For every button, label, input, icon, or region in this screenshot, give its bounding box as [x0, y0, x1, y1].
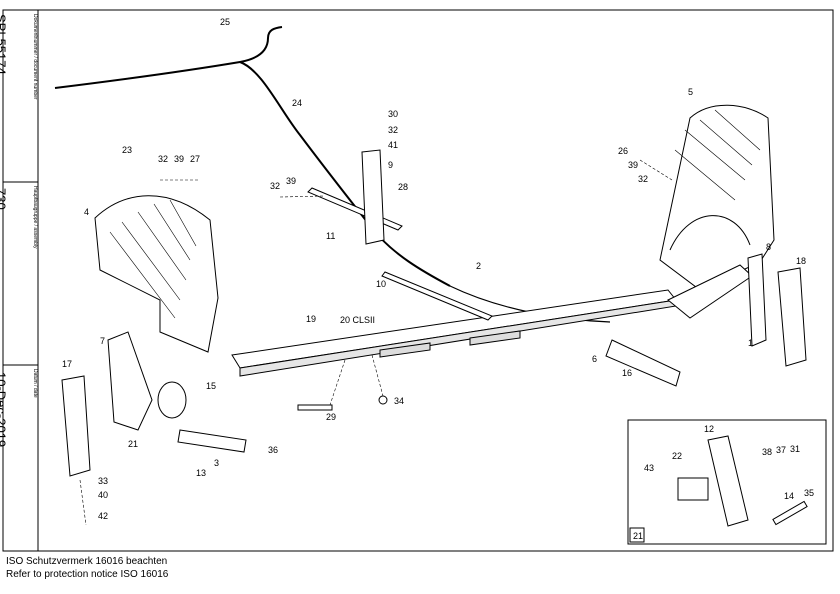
callout-7: 7: [100, 336, 105, 346]
date-label: Datum / date: [32, 369, 38, 398]
unit-15: [157, 381, 247, 453]
callout-21: 21: [128, 439, 138, 449]
callout-33: 33: [98, 476, 108, 486]
callout-8: 8: [766, 242, 771, 252]
assembly-label: Hauptbaugruppe / assembly: [32, 186, 38, 249]
callout-11: 11: [326, 231, 335, 241]
title-block: Dokumentnummer / document number SPL5517…: [0, 10, 39, 551]
shield-5: [659, 104, 775, 291]
callout-42: 42: [98, 511, 108, 521]
nut-34: [378, 395, 388, 405]
detail-inset-21: 21: [627, 419, 827, 545]
assembly-number: 730: [0, 188, 8, 210]
callout-41: 41: [388, 140, 398, 150]
callout-19: 19: [306, 314, 316, 324]
callout-34: 34: [394, 396, 404, 406]
inset-label: 21: [633, 531, 643, 541]
callout-16: 16: [622, 368, 632, 378]
callout-6: 6: [592, 354, 597, 364]
callout-32-top: 32: [388, 125, 398, 135]
callout-9: 9: [388, 160, 393, 170]
callout-39-mid: 39: [286, 176, 296, 186]
protection-notice-en: Refer to protection notice ISO 16016: [6, 569, 169, 580]
callout-31: 31: [790, 444, 800, 454]
callout-20: 20 CLSII: [340, 315, 375, 325]
drawing-border: [2, 9, 834, 552]
date-value: 10-Dec-2019: [0, 372, 8, 447]
callout-32-right: 32: [638, 174, 648, 184]
assembly-lines: [79, 159, 673, 526]
callout-10: 10: [376, 279, 386, 289]
callout-1: 1: [748, 338, 753, 348]
document-number-label: Dokumentnummer / document number: [32, 14, 38, 100]
arm-16: [605, 339, 681, 387]
callout-27: 27: [190, 154, 200, 164]
callout-32-mid: 32: [270, 181, 280, 191]
bracket-18: [777, 267, 807, 367]
callout-35: 35: [804, 488, 814, 498]
bar-10: [381, 271, 493, 321]
callout-17: 17: [62, 359, 72, 369]
bracket-17: [61, 375, 91, 477]
callout-24: 24: [292, 98, 302, 108]
callout-43: 43: [644, 463, 654, 473]
callout-30: 30: [388, 109, 398, 119]
callout-23: 23: [122, 145, 132, 155]
callout-29: 29: [326, 412, 336, 422]
callouts: 1 2 3 4 5 6 7 8 9 10 11 12 13 14 15 16 1…: [62, 17, 814, 521]
callout-28: 28: [398, 182, 408, 192]
callout-39-left: 39: [174, 154, 184, 164]
callout-38: 38: [762, 447, 772, 457]
callout-37: 37: [776, 445, 786, 455]
callout-4: 4: [84, 207, 89, 217]
callout-2: 2: [476, 261, 481, 271]
callout-22: 22: [672, 451, 682, 461]
callout-15: 15: [206, 381, 216, 391]
frame-arm-right: [667, 253, 767, 347]
callout-3: 3: [214, 458, 219, 468]
shield-4: [94, 195, 219, 353]
callout-12: 12: [704, 424, 714, 434]
callout-26: 26: [618, 146, 628, 156]
protection-notice-de: ISO Schutzvermerk 16016 beachten: [6, 556, 168, 567]
callout-40: 40: [98, 490, 108, 500]
callout-25: 25: [220, 17, 230, 27]
bracket-7: [107, 331, 153, 431]
bar-11: [307, 187, 403, 231]
callout-32-left: 32: [158, 154, 168, 164]
rod-29: [297, 404, 333, 411]
callout-18: 18: [796, 256, 806, 266]
bracket-9: [361, 149, 385, 245]
callout-5: 5: [688, 87, 693, 97]
document-number: SPL55174: [0, 14, 8, 75]
callout-39-right: 39: [628, 160, 638, 170]
callout-13: 13: [196, 468, 206, 478]
main-beam-19: [231, 289, 677, 377]
callout-14: 14: [784, 491, 794, 501]
callout-36: 36: [268, 445, 278, 455]
